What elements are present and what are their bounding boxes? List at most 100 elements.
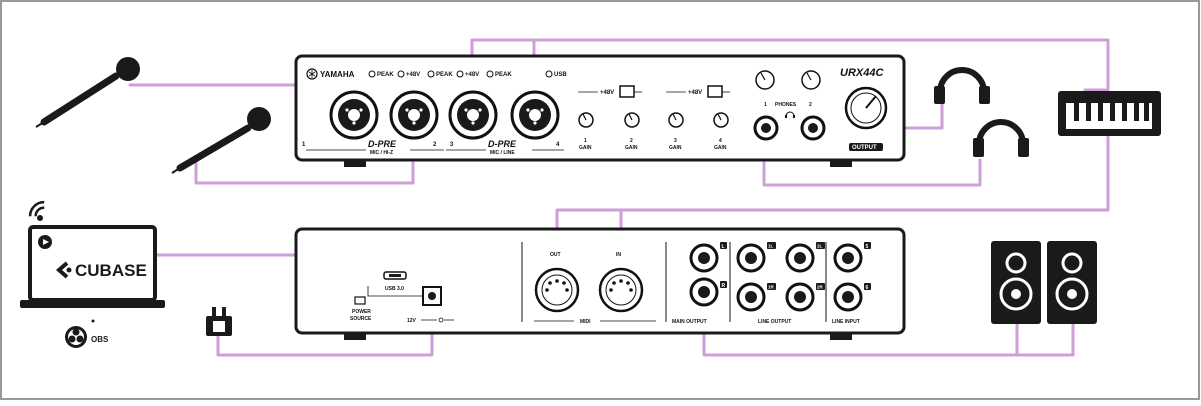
phones-level-knob-1[interactable]	[755, 70, 775, 90]
obs-label: OBS	[91, 335, 109, 344]
yamaha-logo-icon	[306, 68, 318, 80]
front-foot-right	[830, 160, 852, 167]
microphone-icon	[171, 107, 271, 174]
main-output-l-tag: L	[722, 244, 725, 250]
headphones-icon	[934, 67, 990, 104]
rear-panel: USB 3.0 POWER SOURCE 12V OUT IN M	[294, 227, 906, 340]
usb-indicator-label: USB	[554, 72, 567, 78]
main-output-l-jack[interactable]	[689, 243, 719, 273]
gain-num-3: 3	[674, 138, 677, 144]
line-input-tag-5: 5	[866, 244, 869, 250]
output-label: OUTPUT	[852, 145, 877, 151]
gain-label-4: GAIN	[714, 145, 727, 151]
gain-num-1: 1	[584, 138, 587, 144]
midi-out-label: OUT	[550, 252, 561, 258]
headphone-symbol-icon	[785, 111, 795, 118]
gain-label-2: GAIN	[625, 145, 638, 151]
dpre-sub-left: MIC / HI-Z	[370, 150, 393, 156]
gain-knob-1[interactable]	[578, 112, 594, 128]
midi-in-port[interactable]	[598, 267, 644, 313]
rear-foot-left	[344, 333, 366, 340]
gain-knob-2[interactable]	[624, 112, 640, 128]
phantom-switch-label-1: +48V	[600, 90, 614, 96]
phantom-label-2: +48V	[465, 72, 479, 78]
rear-panel-body	[294, 227, 906, 335]
line-output-tag-1l: 1L	[768, 244, 774, 249]
dpre-sub-right: MIC / LINE	[490, 150, 515, 156]
midi-keyboard-icon	[1058, 91, 1161, 136]
laptop	[20, 225, 165, 308]
line-input-6-jack[interactable]	[833, 282, 863, 312]
front-foot-left	[344, 160, 366, 167]
line-output-tag-2r: 2R	[817, 285, 824, 290]
combo-input-4[interactable]	[510, 90, 560, 140]
model-label: URX44C	[840, 67, 884, 79]
cable-speaker-r	[1015, 321, 1075, 357]
combo-input-3[interactable]	[448, 90, 498, 140]
power-source-switch[interactable]	[354, 296, 366, 305]
phones-jack-1[interactable]	[753, 115, 779, 141]
midi-in-label: IN	[616, 252, 621, 258]
line-output-label: LINE OUTPUT	[758, 319, 791, 325]
headphones-icon	[973, 119, 1029, 157]
line-input-5-jack[interactable]	[833, 243, 863, 273]
gain-label-3: GAIN	[669, 145, 682, 151]
gain-num-2: 2	[630, 138, 633, 144]
gain-knob-4[interactable]	[713, 112, 729, 128]
midi-out-port[interactable]	[534, 267, 580, 313]
front-panel: YAMAHA PEAK +48V PEAK +48V PEAK USB	[294, 54, 906, 167]
peak-label-1: PEAK	[377, 72, 394, 78]
line-input-tag-6: 6	[866, 285, 869, 291]
usb-port-label: USB 3.0	[385, 286, 404, 292]
channel-number-3: 3	[450, 142, 454, 148]
peak-label-2: PEAK	[436, 72, 453, 78]
phones-num-1: 1	[764, 102, 767, 108]
dpre-label-left: D-PRE	[368, 139, 397, 149]
output-label-box	[849, 143, 883, 151]
power-plug-icon	[206, 307, 232, 336]
phones-jack-2[interactable]	[800, 115, 826, 141]
phantom-label-1: +48V	[406, 72, 420, 78]
power-source-label-1: POWER	[352, 309, 371, 315]
line-input-label: LINE INPUT	[832, 319, 860, 325]
speaker-icon	[1047, 241, 1097, 324]
combo-input-1[interactable]	[329, 90, 379, 140]
line-output-tag-2l: 2L	[817, 244, 823, 249]
front-panel-body	[294, 54, 906, 162]
daw-app-name: CUBASE	[75, 261, 147, 280]
output-level-knob[interactable]	[844, 86, 888, 130]
channel-number-4: 4	[556, 142, 560, 148]
main-output-label: MAIN OUTPUT	[672, 319, 707, 325]
speaker-icon	[991, 241, 1041, 324]
line-output-2r-jack[interactable]	[785, 282, 815, 312]
microphone-icon	[35, 57, 140, 128]
phantom-switch-2[interactable]	[707, 85, 723, 98]
main-output-r-tag: R	[722, 283, 726, 289]
gain-label-1: GAIN	[579, 145, 592, 151]
channel-number-2: 2	[433, 142, 437, 148]
rear-foot-right	[830, 333, 852, 340]
line-output-tag-1r: 1R	[768, 285, 775, 290]
line-output-1r-jack[interactable]	[736, 282, 766, 312]
main-output-r-jack[interactable]	[689, 277, 719, 307]
gain-knob-3[interactable]	[668, 112, 684, 128]
dpre-label-right: D-PRE	[488, 139, 517, 149]
laptop-base	[20, 300, 165, 308]
phones-num-2: 2	[809, 102, 812, 108]
obs-logo-icon	[65, 319, 95, 348]
wireless-icon	[28, 200, 45, 221]
phones-label: PHONES	[775, 102, 797, 108]
phones-level-knob-2[interactable]	[801, 70, 821, 90]
phantom-switch-1[interactable]	[619, 85, 635, 98]
dc-in-label: 12V	[407, 318, 417, 324]
gain-num-4: 4	[719, 138, 722, 144]
line-output-1l-jack[interactable]	[736, 243, 766, 273]
line-output-2l-jack[interactable]	[785, 243, 815, 273]
channel-number-1: 1	[302, 142, 306, 148]
power-source-label-2: SOURCE	[350, 316, 372, 322]
play-icon	[38, 235, 52, 249]
midi-section-label: MIDI	[580, 319, 591, 325]
combo-input-2[interactable]	[389, 90, 439, 140]
